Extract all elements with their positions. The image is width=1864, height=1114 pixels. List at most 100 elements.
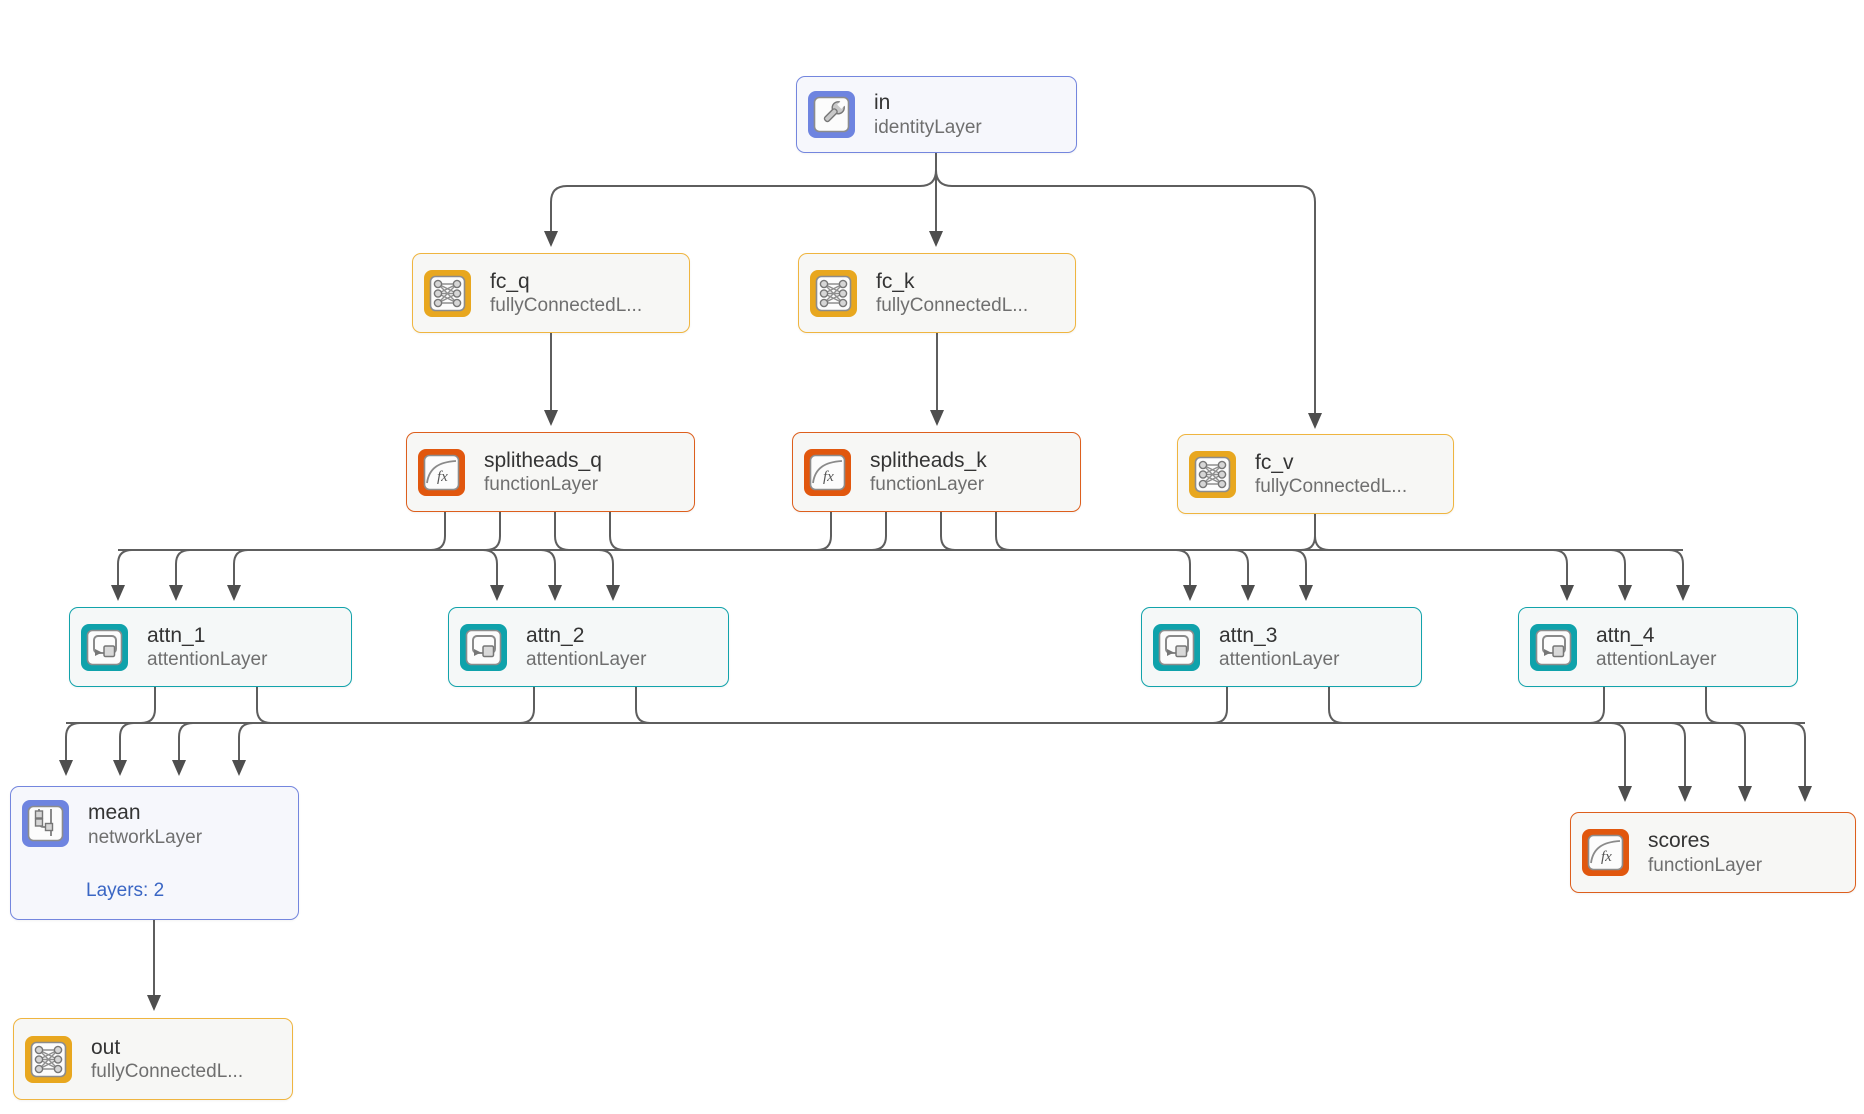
edge-into-attn_2-q (482, 549, 504, 601)
layer-name: fc_k (876, 269, 915, 293)
edge-splitheads_k-out4 (995, 512, 1011, 551)
edge-into-mean-4 (232, 722, 254, 776)
edge-in-fc_v (935, 153, 1322, 429)
layer-type: attentionLayer (1596, 649, 1717, 671)
edge-into-attn_3-v (1291, 549, 1313, 601)
layer-type: attentionLayer (526, 649, 647, 671)
layer-type: networkLayer (88, 826, 203, 848)
attention-icon (460, 623, 507, 671)
fully-connected-icon (25, 1035, 72, 1083)
edge-splitheads_k-out1 (816, 512, 832, 551)
fully-connected-icon (1189, 450, 1236, 498)
layer-name: fc_q (490, 269, 530, 293)
layer-name: mean (88, 801, 141, 824)
layer-type: fullyConnectedL... (1255, 476, 1408, 498)
layer-name: out (91, 1035, 121, 1059)
svg-text:fx: fx (823, 469, 834, 485)
edge-into-attn_4-v (1668, 549, 1690, 601)
edge-into-attn_1-v (227, 549, 249, 601)
layer-count-label: Layers: 2 (86, 880, 165, 901)
wrench-icon (808, 91, 855, 138)
edge-into-attn_4-k (1610, 549, 1632, 601)
edge-attn_2-scores (635, 687, 651, 724)
edge-attn_1-y (140, 687, 156, 724)
edge-into-scores-4 (1790, 722, 1812, 802)
edge-splitheads_q-out3 (554, 512, 570, 551)
edge-attn_4-y (1589, 687, 1605, 724)
layer-type: identityLayer (874, 116, 982, 138)
edge-into-mean-2 (113, 722, 135, 776)
layer-name: attn_3 (1219, 623, 1278, 647)
function-icon: fx (1582, 829, 1629, 876)
edge-into-attn_2-k (540, 549, 562, 601)
layer-name: splitheads_k (870, 448, 987, 472)
layer-type: attentionLayer (147, 649, 268, 671)
edge-into-attn_3-q (1175, 549, 1197, 601)
subnetwork-icon (22, 800, 69, 847)
edge-into-attn_2-v (598, 549, 620, 601)
edge-splitheads_q-out4 (609, 512, 625, 551)
edge-splitheads_k-out3 (940, 512, 956, 551)
layer-type: fullyConnectedL... (91, 1061, 244, 1083)
function-icon: fx (804, 448, 851, 496)
function-icon: fx (418, 448, 465, 496)
edge-into-scores-3 (1730, 722, 1752, 802)
edge-splitheads_k-out2 (871, 512, 887, 551)
layer-type: functionLayer (870, 474, 985, 496)
layer-type: attentionLayer (1219, 649, 1340, 671)
layer-name: attn_4 (1596, 623, 1655, 647)
edge-into-attn_4-q (1552, 549, 1574, 601)
edge-into-scores-1 (1610, 722, 1632, 802)
layer-name: fc_v (1255, 450, 1294, 474)
edge-attn_4-scores (1705, 687, 1721, 724)
layer-name: attn_1 (147, 623, 206, 647)
edge-attn_3-y (1212, 687, 1228, 724)
edge-into-mean-3 (172, 722, 194, 776)
edge-in-fc_q (544, 153, 937, 247)
attention-icon (81, 623, 128, 671)
edge-attn_2-y (519, 687, 535, 724)
edge-fc_v-out-left (1300, 514, 1316, 551)
fully-connected-icon (810, 269, 857, 317)
edge-attn_3-scores (1328, 687, 1344, 724)
svg-text:fx: fx (437, 469, 448, 485)
edge-into-scores-2 (1670, 722, 1692, 802)
svg-text:fx: fx (1601, 849, 1612, 865)
layer-name: scores (1648, 829, 1710, 853)
layer-type: fullyConnectedL... (876, 295, 1029, 317)
layer-name: splitheads_q (484, 448, 602, 472)
edge-attn_1-scores (256, 687, 272, 724)
layer-name: in (874, 91, 891, 115)
layer-type: functionLayer (484, 474, 599, 496)
edge-splitheads_q-out2 (485, 512, 501, 551)
edge-into-attn_1-q (111, 549, 133, 601)
fully-connected-icon (424, 269, 471, 317)
attention-icon (1530, 623, 1577, 671)
